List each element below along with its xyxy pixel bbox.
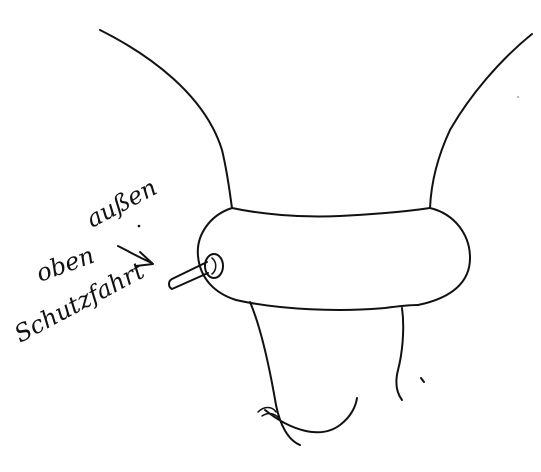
annotation-line-2: oben	[32, 241, 97, 288]
right-tick-mark	[421, 378, 424, 382]
ring-top-rim	[232, 208, 430, 217]
annotation-line-1: außen	[82, 173, 162, 233]
ink-dot-2	[517, 96, 519, 98]
lower-left-contour	[250, 302, 300, 445]
ring-bottom-edge	[236, 300, 418, 310]
ring-right-end	[418, 208, 470, 305]
valve-stub-inner	[212, 258, 216, 274]
ink-dot	[138, 225, 141, 228]
handwritten-annotation: außen oben Schutzfahrt	[10, 173, 162, 348]
bottom-scribble	[258, 408, 279, 419]
valve-stub-end	[205, 254, 223, 278]
right-upper-curve	[430, 34, 532, 208]
pin-stick	[169, 262, 208, 289]
lower-right-contour	[396, 308, 403, 400]
left-upper-curve	[100, 30, 232, 208]
